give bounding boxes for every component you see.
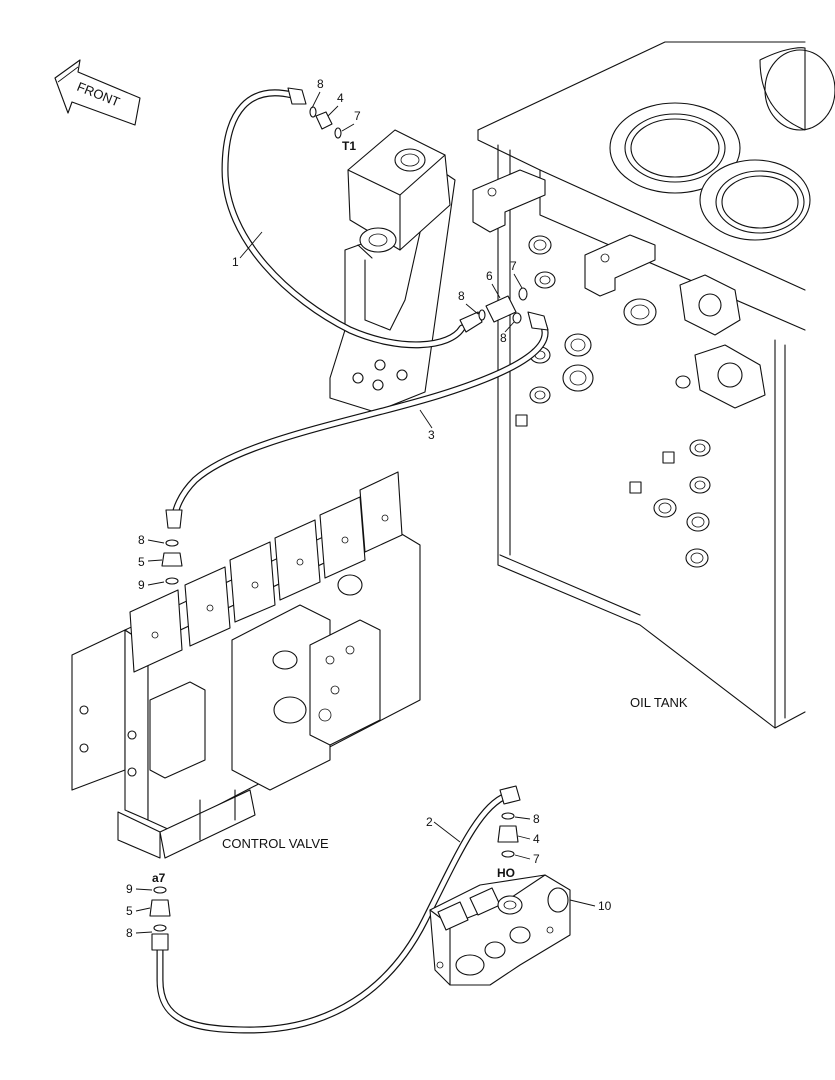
callout-a7-8: 8 [126,926,133,940]
oil-tank-label: OIL TANK [630,695,688,710]
callout-valve-10: 10 [598,899,612,913]
callout-b7-9: 9 [138,578,145,592]
control-valve-label: CONTROL VALVE [222,836,329,851]
port-ho-label: HO [497,866,515,880]
hose-1 [221,87,483,349]
callout-b7-8: 8 [138,533,145,547]
callout-hose-2: 2 [426,815,433,829]
callout-b7-5: 5 [138,555,145,569]
callout-hose-3: 3 [428,428,435,442]
front-direction-arrow: FRONT [54,59,141,126]
control-valve: CONTROL VALVE [71,471,421,859]
callout-tee-8-lower: 8 [500,331,507,345]
callout-ho-7: 7 [533,852,540,866]
bracket-t1-block [329,129,456,413]
callout-top-8: 8 [317,77,324,91]
oil-tank: OIL TANK [472,41,835,729]
callout-tee-6: 6 [486,269,493,283]
port-t1-label: T1 [342,139,356,153]
hose-2 [151,785,521,1034]
callout-ho-4: 4 [533,832,540,846]
callout-tee-8-upper: 8 [458,289,465,303]
callout-top-7: 7 [354,109,361,123]
valve-10 [429,874,571,986]
t1-fittings: 8 4 7 T1 [309,77,361,153]
callout-hose-1: 1 [232,255,239,269]
callout-tee-7: 7 [510,259,517,273]
port-a7-label: a7 [152,871,166,885]
a7-fittings: a7 9 5 8 [126,871,171,940]
callout-ho-8: 8 [533,812,540,826]
callout-a7-5: 5 [126,904,133,918]
ho-fittings: 8 4 7 HO [497,812,540,880]
callout-a7-9: 9 [126,882,133,896]
hose-3 [165,311,549,529]
tee-fitting-6: 6 7 8 8 [458,259,528,345]
callout-top-4: 4 [337,91,344,105]
